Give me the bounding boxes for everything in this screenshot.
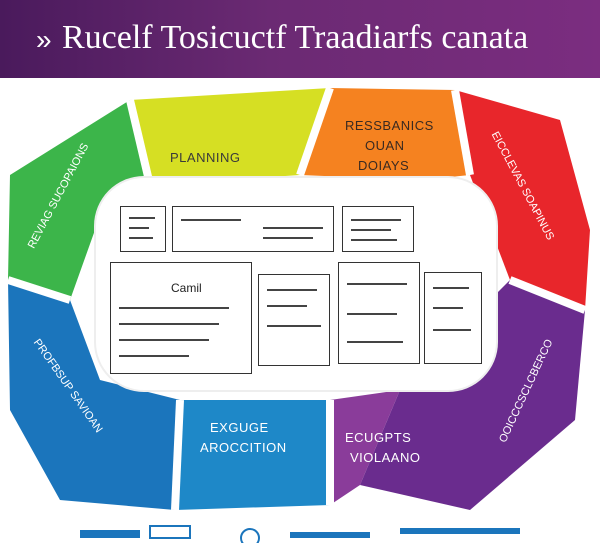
- center-panel: Camil: [96, 178, 496, 390]
- segment-orange: [300, 88, 470, 180]
- segment-purple-center: [330, 390, 400, 505]
- planning-label: PLANNING: [170, 150, 241, 165]
- cycle-diagram: [6, 86, 590, 511]
- card-label: Camil: [171, 281, 202, 295]
- research-label-3: DOIAYS: [358, 158, 410, 173]
- exchange-label-1: EXGUGE: [210, 420, 269, 435]
- executes-label-2: VIOLAANO: [350, 450, 421, 465]
- separator: [508, 276, 587, 314]
- form-card: Camil: [110, 262, 252, 374]
- segment-yellow: [130, 88, 330, 185]
- segment-purple: [360, 280, 585, 510]
- illustration-card: [172, 206, 334, 252]
- segment-green: [8, 100, 150, 300]
- page-title: Rucelf Tosicuctf Traadiarfs canata: [62, 19, 529, 56]
- bottom-icon-strip: [80, 525, 520, 543]
- sidebar-card: [424, 272, 482, 364]
- double-arrow-icon: »: [36, 24, 52, 55]
- segment-blue-center: [175, 400, 330, 510]
- chart-card: [258, 274, 330, 366]
- separator: [126, 99, 154, 186]
- document-card: [120, 206, 166, 252]
- header-banner: » Rucelf Tosicuctf Traadiarfs canata: [0, 0, 600, 78]
- text-card: [342, 206, 414, 252]
- segment-red: [455, 90, 590, 310]
- exchange-label-2: AROCCITION: [200, 440, 287, 455]
- separator: [171, 399, 184, 511]
- research-label-2: OUAN: [365, 138, 405, 153]
- separator: [451, 89, 474, 176]
- separator: [296, 86, 334, 177]
- research-label-1: RESSBANICS: [345, 118, 434, 133]
- sketch-card: [338, 262, 420, 364]
- separator: [6, 276, 72, 304]
- segment-blue: [8, 280, 180, 510]
- executes-label-1: ECUGPTS: [345, 430, 412, 445]
